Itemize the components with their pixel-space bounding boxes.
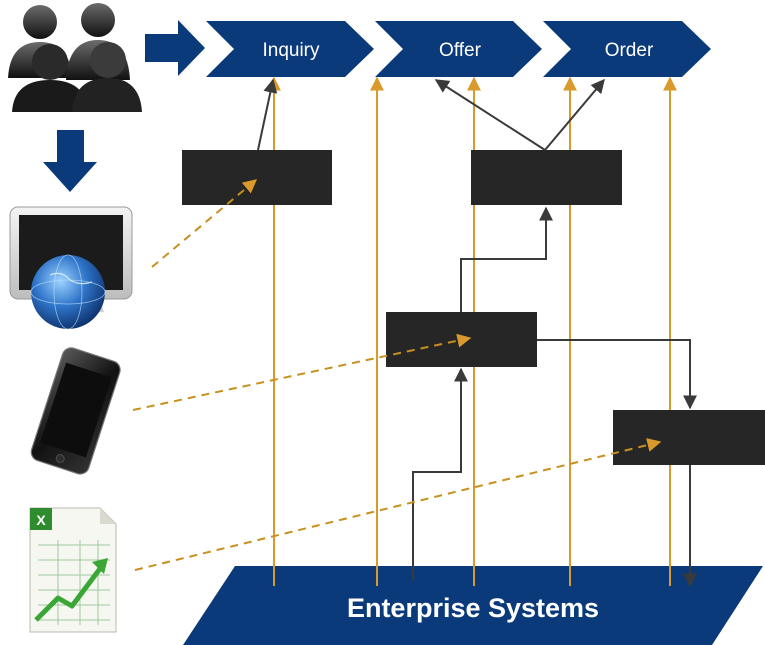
connector-middle-to-order-box — [537, 339, 697, 410]
process-steps: Inquiry Offer Order — [206, 21, 711, 77]
smartphone-icon — [30, 347, 121, 475]
process-box-order — [613, 410, 765, 465]
enterprise-systems-bar: Enterprise Systems — [183, 566, 763, 645]
chevron-offer: Offer — [375, 21, 542, 77]
step-label-order: Order — [605, 40, 654, 61]
connector-enterprise-to-middle — [412, 367, 468, 580]
dashed-line-spreadsheet — [134, 438, 662, 571]
chevron-inquiry: Inquiry — [206, 21, 374, 77]
connector-to-offer — [434, 79, 546, 151]
connector-middle-to-offer-box — [460, 206, 553, 312]
connectors — [257, 78, 697, 588]
svg-text:X: X — [36, 512, 46, 528]
right-arrow-icon — [145, 20, 205, 76]
down-arrow-icon — [43, 130, 97, 192]
connector-to-inquiry — [257, 78, 278, 151]
enterprise-systems-label: Enterprise Systems — [347, 593, 599, 623]
desktop-globe-icon — [9, 206, 133, 330]
step-label-inquiry: Inquiry — [262, 40, 320, 61]
channel-dashed-lines — [132, 179, 662, 571]
step-label-offer: Offer — [439, 40, 482, 61]
process-boxes — [182, 150, 765, 465]
connector-to-order — [544, 78, 605, 151]
spreadsheet-chart-icon: X — [29, 507, 117, 633]
chevron-order: Order — [543, 21, 711, 77]
process-box-offer — [471, 150, 622, 205]
process-box-middle — [386, 312, 537, 367]
dashed-line-phone — [132, 333, 472, 411]
people-group-icon — [8, 3, 142, 112]
process-box-inquiry — [182, 150, 332, 205]
dashed-line-desktop — [151, 179, 258, 268]
